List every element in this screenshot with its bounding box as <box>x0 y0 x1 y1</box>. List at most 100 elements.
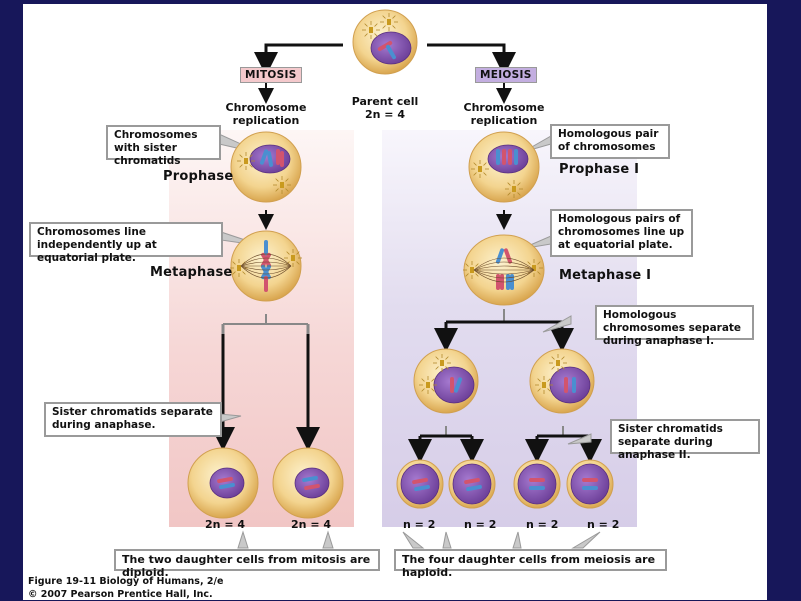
mitosis-prophase-cell <box>230 131 302 203</box>
figure-caption-title: Figure 19-11 Biology of Humans, 2/e <box>28 576 224 587</box>
meiosis-i-split-bracket <box>434 309 574 352</box>
chromosome <box>450 377 454 393</box>
chromosome <box>304 483 320 491</box>
mitosis-daughter-cell-1 <box>187 447 259 519</box>
figure-canvas: Parent cell 2n = 4 MITOSIS Chromosome re… <box>23 4 767 600</box>
chromosome <box>266 151 274 167</box>
chromosome <box>276 149 280 165</box>
meiosis-daughter-ploidy-2: n = 2 <box>464 518 497 531</box>
meiosis-i-daughter-cell-2 <box>529 348 595 414</box>
mitosis-replication-label: Chromosome replication <box>225 101 307 127</box>
centrosome <box>440 360 444 366</box>
nucleus <box>294 467 330 499</box>
parent-cell <box>352 9 418 75</box>
chromosome <box>414 484 430 492</box>
callout-line-independently: Chromosomes line independently up at equ… <box>29 222 223 264</box>
centrosome <box>426 382 430 388</box>
chromosome <box>495 248 505 264</box>
callout-anaphase-i: Homologous chromosomes separate during a… <box>595 305 754 347</box>
centrosome <box>512 186 516 192</box>
mitosis-daughter-ploidy-2: 2n = 4 <box>291 518 332 531</box>
meiosis-metaphase-i-label: Metaphase I <box>559 268 652 283</box>
chromosome <box>466 484 482 492</box>
connector-parent-meiosis <box>427 43 516 76</box>
callout-sister-chromatids: Chromosomes with sister chromatids <box>106 125 221 167</box>
chromosome <box>503 248 513 264</box>
chromosome <box>264 240 268 256</box>
chromosome <box>502 149 506 165</box>
chromosome <box>259 149 269 165</box>
chromosome <box>261 264 271 280</box>
chromosome <box>453 377 463 393</box>
chromosome <box>302 475 318 483</box>
meiosis-prophase-i-cell <box>468 131 540 203</box>
meiosis-ii-split-bracket-left <box>408 426 484 463</box>
meiosis-prophase-i-label: Prophase I <box>559 162 640 177</box>
chromosome <box>582 486 598 490</box>
chromosome <box>564 377 568 393</box>
chromosome <box>412 477 428 485</box>
chromosome <box>529 478 545 482</box>
chromosome <box>217 476 233 484</box>
centrosome <box>532 265 536 271</box>
centrosome <box>291 255 295 261</box>
mitosis-split-bracket <box>211 314 320 451</box>
meiosis-i-daughter-cell-1 <box>413 348 479 414</box>
meiosis-replication-label: Chromosome replication <box>463 101 545 127</box>
meiosis-metaphase-i-cell <box>463 234 545 306</box>
callout-anaphase: Sister chromatids separate during anapha… <box>44 402 222 437</box>
meiosis-daughter-cell-4 <box>566 459 614 509</box>
chromosome <box>529 486 545 490</box>
mitosis-metaphase-cell <box>230 230 302 302</box>
centrosome <box>237 265 241 271</box>
diagram-graphics <box>187 9 614 549</box>
chromosome <box>496 149 500 165</box>
chromosome <box>514 149 518 165</box>
nucleus <box>400 463 440 505</box>
mitosis-daughter-ploidy-1: 2n = 4 <box>205 518 246 531</box>
chromosome <box>464 477 480 485</box>
meiosis-daughter-ploidy-4: n = 2 <box>587 518 620 531</box>
meiosis-daughter-ploidy-3: n = 2 <box>526 518 559 531</box>
meiosis-summary: The four daughter cells from meiosis are… <box>394 549 667 579</box>
chromosome <box>582 478 598 482</box>
mitosis-daughter-cell-2 <box>272 447 344 519</box>
chromosome <box>386 44 396 60</box>
cells-layer <box>187 9 614 519</box>
meiosis-daughter-cell-2 <box>448 459 496 509</box>
centrosome <box>280 182 284 188</box>
parent-cell-ploidy: 2n = 4 <box>364 108 405 121</box>
callout-anaphase-ii: Sister chromatids separate during anapha… <box>610 419 760 461</box>
chromosome <box>261 252 271 268</box>
centrosome <box>556 360 560 366</box>
callout-homologous-pair: Homologous pair of chromosomes <box>550 124 670 159</box>
mitosis-title: MITOSIS <box>240 67 302 83</box>
mitosis-summary: The two daughter cells from mitosis are … <box>114 549 380 579</box>
chromosome <box>572 377 576 393</box>
centrosome <box>244 158 248 164</box>
chromosome <box>377 41 393 51</box>
meiosis-daughter-cell-1 <box>396 459 444 509</box>
meiosis-daughter-ploidy-1: n = 2 <box>403 518 436 531</box>
centrosome <box>369 27 373 33</box>
centrosome <box>478 166 482 172</box>
mitosis-metaphase-label: Metaphase <box>150 265 233 280</box>
nucleus <box>570 463 610 505</box>
chromosome <box>219 482 235 490</box>
chromosome <box>264 276 268 292</box>
centrosome <box>470 267 474 273</box>
chromosome <box>280 151 284 167</box>
figure-caption-copyright: © 2007 Pearson Prentice Hall, Inc. <box>28 589 213 600</box>
chromosome <box>508 149 512 165</box>
nucleus <box>517 463 557 505</box>
connector-parent-mitosis <box>254 43 343 76</box>
nucleus <box>452 463 492 505</box>
chromosome <box>510 274 514 290</box>
mitosis-prophase-label: Prophase <box>163 169 234 184</box>
centrosome <box>387 19 391 25</box>
parent-cell-label: Parent cell <box>351 95 419 108</box>
meiosis-title: MEIOSIS <box>475 67 537 83</box>
meiosis-daughter-cell-3 <box>513 459 561 509</box>
nucleus <box>549 366 591 404</box>
centrosome <box>542 382 546 388</box>
